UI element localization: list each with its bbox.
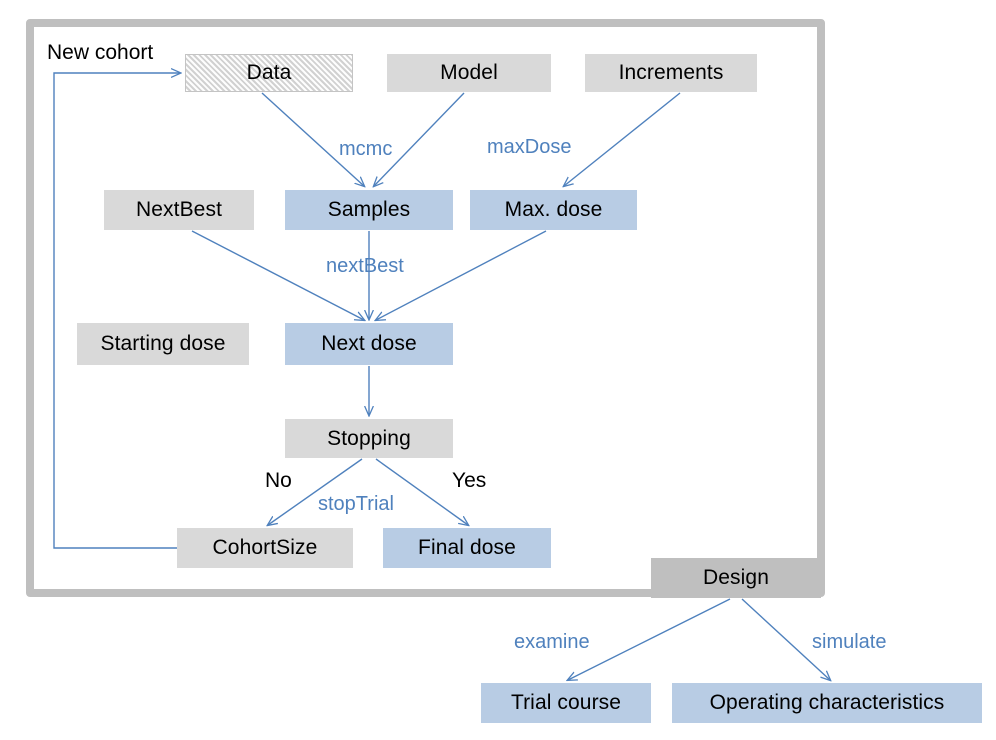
node-trial-course-label: Trial course	[510, 691, 622, 714]
node-stopping[interactable]: Stopping	[285, 419, 453, 458]
node-data-label: Data	[246, 61, 292, 84]
node-max-dose[interactable]: Max. dose	[470, 190, 637, 230]
node-design-label: Design	[703, 566, 769, 589]
node-operating-characteristics[interactable]: Operating characteristics	[672, 683, 982, 723]
node-model-label: Model	[440, 61, 498, 84]
node-model[interactable]: Model	[387, 54, 551, 92]
edge-label-examine: examine	[514, 631, 590, 653]
edge-label-mcmc: mcmc	[339, 138, 393, 160]
node-cohortsize-label: CohortSize	[212, 536, 318, 559]
edge-label-maxdose: maxDose	[487, 136, 572, 158]
branch-label-yes: Yes	[452, 469, 487, 492]
node-next-dose[interactable]: Next dose	[285, 323, 453, 365]
node-samples-label: Samples	[327, 198, 411, 221]
edge-label-stoptrial: stopTrial	[318, 493, 394, 515]
node-operating-characteristics-label: Operating characteristics	[709, 691, 945, 714]
edge-design-trialcourse	[568, 598, 731, 680]
node-samples[interactable]: Samples	[285, 190, 453, 230]
node-next-dose-label: Next dose	[321, 332, 417, 355]
node-data[interactable]: Data	[185, 54, 353, 92]
branch-label-no: No	[265, 469, 292, 492]
node-trial-course[interactable]: Trial course	[481, 683, 651, 723]
crm-pack-container-frame	[26, 19, 825, 597]
node-starting-dose[interactable]: Starting dose	[77, 323, 249, 365]
node-increments[interactable]: Increments	[585, 54, 757, 92]
node-final-dose[interactable]: Final dose	[383, 528, 551, 568]
node-nextbest-label: NextBest	[136, 198, 222, 221]
node-cohortsize[interactable]: CohortSize	[177, 528, 353, 568]
node-design[interactable]: Design	[651, 558, 821, 598]
new-cohort-label: New cohort	[47, 41, 154, 64]
node-increments-label: Increments	[618, 61, 724, 84]
node-max-dose-label: Max. dose	[504, 198, 603, 221]
node-nextbest[interactable]: NextBest	[104, 190, 254, 230]
node-final-dose-label: Final dose	[418, 536, 516, 559]
edge-label-simulate: simulate	[812, 631, 887, 653]
edge-label-nextbest: nextBest	[326, 255, 404, 277]
node-starting-dose-label: Starting dose	[100, 332, 226, 355]
node-stopping-label: Stopping	[327, 426, 411, 450]
